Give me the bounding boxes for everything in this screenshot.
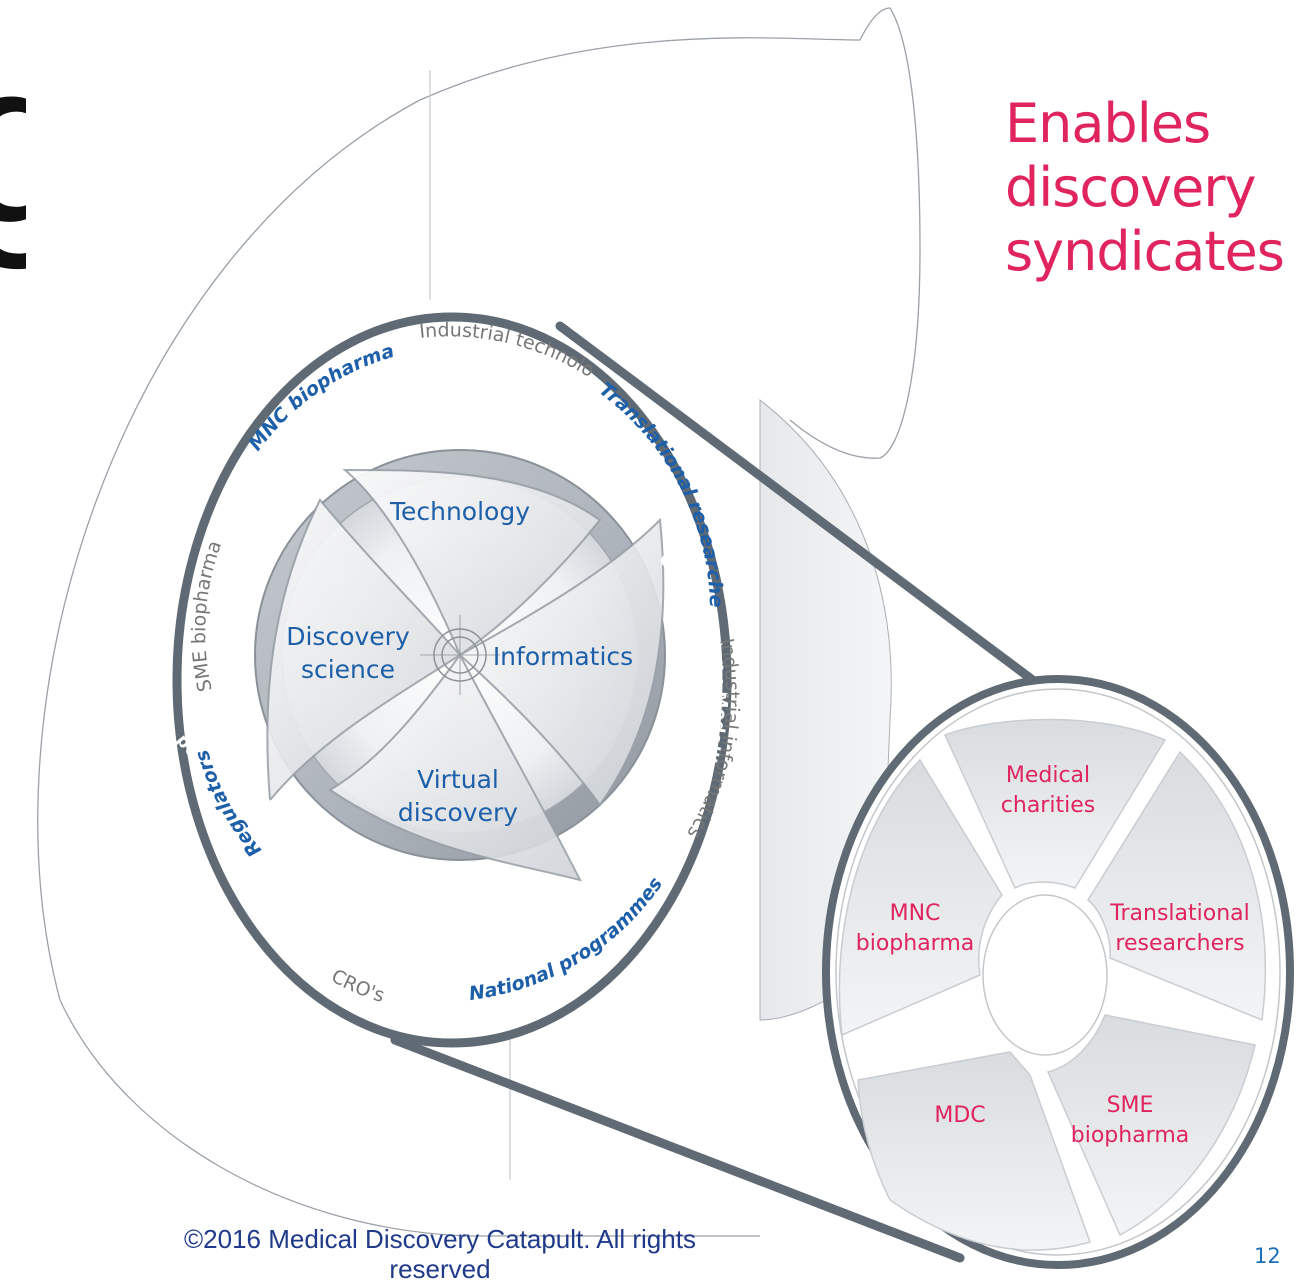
segment-medical-charities — [943, 718, 1167, 890]
slide-heading: Enables discovery syndicates — [1005, 92, 1285, 284]
heading-line-2: discovery — [1005, 156, 1256, 219]
label-informatics: Informatics — [493, 642, 633, 671]
blower-housing — [37, 7, 921, 1237]
hub-center — [420, 615, 500, 695]
syndicate-sme-line1: SME — [1107, 1093, 1154, 1118]
syndicate-wheel-hub — [982, 894, 1108, 1056]
segment-sme-biopharma — [1046, 1014, 1256, 1237]
label-discovery-science-line1: Discovery — [286, 622, 410, 651]
segment-translational-researchers — [1087, 750, 1267, 1022]
label-technology: Technology — [389, 497, 530, 526]
page-number: 12 — [1254, 1244, 1281, 1268]
syndicate-translational-line1: Translational — [1109, 901, 1249, 926]
blade-technology — [342, 468, 602, 657]
blade-discovery-science — [266, 498, 462, 803]
blade-labels: Technology Discovery science Informatics… — [286, 497, 633, 827]
segment-mnc-biopharma — [838, 758, 1003, 1037]
syndicate-wheel: Medical charities Translational research… — [822, 675, 1294, 1269]
label-discovery-science-line2: science — [301, 655, 395, 684]
label-virtual-discovery-line2: discovery — [398, 798, 518, 827]
syndicate-sme-line2: biopharma — [1071, 1123, 1190, 1148]
syndicate-medical-charities-line2: charities — [1001, 793, 1095, 818]
syndicate-mnc-line2: biopharma — [856, 931, 975, 956]
blade-virtual-discovery — [328, 653, 582, 882]
clipped-letter: g — [0, 0, 26, 332]
syndicate-mnc-line1: MNC — [890, 901, 941, 926]
heading-line-3: syndicates — [1005, 220, 1285, 283]
clipped-title-fragment: g — [0, 0, 26, 332]
drive-belt — [390, 321, 1075, 1263]
copyright-notice: ©2016 Medical Discovery Catapult. All ri… — [184, 1224, 696, 1284]
syndicate-medical-charities-line1: Medical — [1006, 763, 1090, 788]
heading-line-1: Enables — [1005, 92, 1211, 155]
segment-mdc — [857, 1051, 1091, 1251]
blade-informatics — [458, 517, 665, 807]
hub-blades — [266, 468, 665, 882]
label-virtual-discovery-line1: Virtual — [417, 765, 499, 794]
syndicate-translational-line2: researchers — [1115, 931, 1244, 956]
syndicate-mdc: MDC — [934, 1103, 985, 1128]
